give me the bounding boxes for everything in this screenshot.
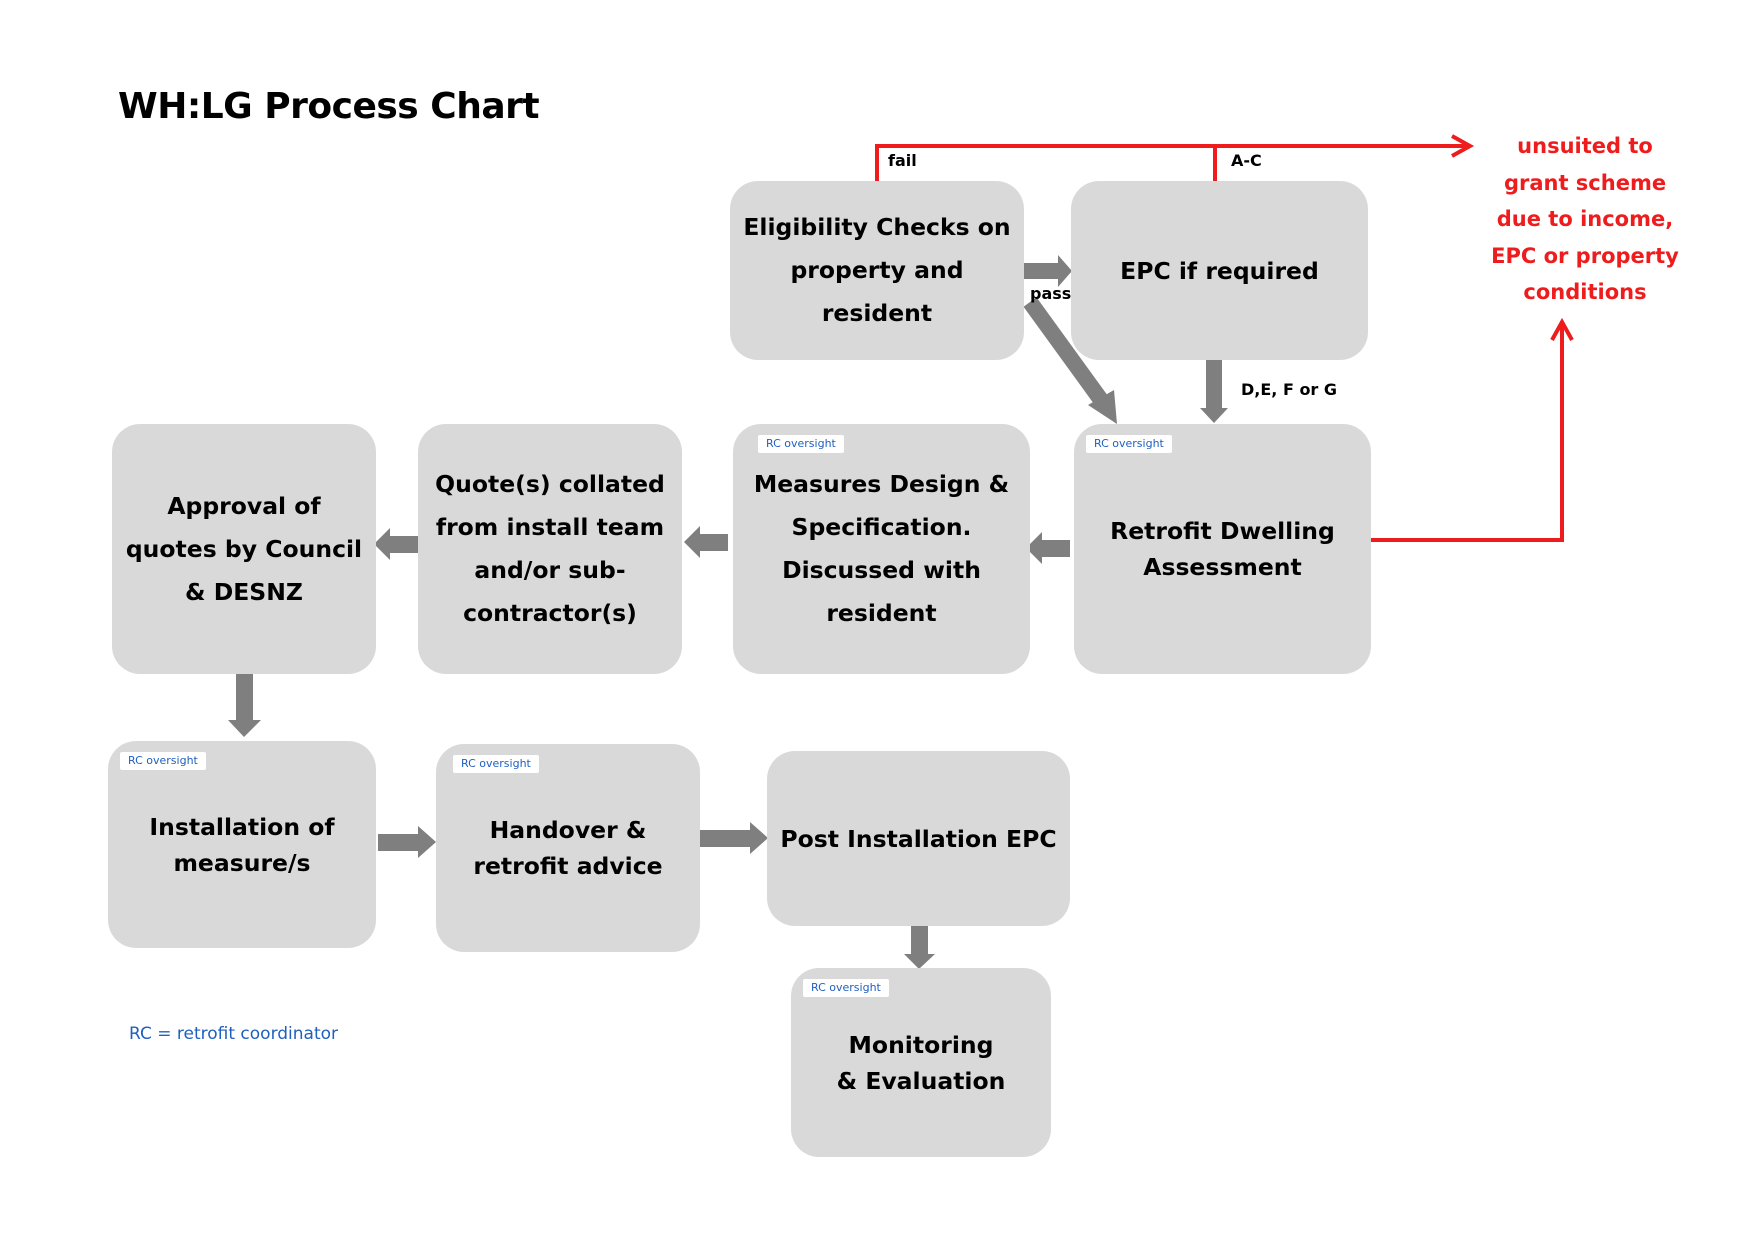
node-label: EPC if required [1120, 256, 1319, 285]
node-epc-if-required: EPC if required [1071, 181, 1368, 360]
node-label: Eligibility Checks on property and resid… [743, 213, 1011, 327]
reject-arrowhead-up [1550, 317, 1574, 341]
reject-line-assessment [1368, 324, 1564, 542]
rc-oversight-badge: RC oversight [120, 752, 206, 770]
node-label: Monitoring & Evaluation [836, 1030, 1006, 1095]
rc-oversight-badge: RC oversight [758, 435, 844, 453]
arrow-installation-to-handover [378, 826, 436, 858]
rc-oversight-badge: RC oversight [1086, 435, 1172, 453]
rc-oversight-badge: RC oversight [803, 979, 889, 997]
node-label: Quote(s) collated from install team and/… [435, 470, 665, 627]
node-eligibility-checks: Eligibility Checks on property and resid… [730, 181, 1024, 360]
node-approval-of-quotes: Approval of quotes by Council & DESNZ [112, 424, 376, 674]
reject-line-fail [875, 144, 1470, 181]
reject-outcome-text: unsuited to grant scheme due to income, … [1491, 134, 1679, 304]
node-handover-retrofit-advice: RC oversight Handover & retrofit advice [436, 744, 700, 952]
arrow-approval-to-installation [228, 673, 261, 737]
flow-label-fail: fail [888, 151, 917, 170]
node-quotes-collated: Quote(s) collated from install team and/… [418, 424, 682, 674]
arrow-measures-to-quotes [684, 526, 728, 558]
node-monitoring-evaluation: RC oversight Monitoring & Evaluation [791, 968, 1051, 1157]
flow-label-pass: pass [1030, 284, 1072, 303]
arrow-post-epc-to-monitoring [904, 926, 935, 969]
node-post-installation-epc: Post Installation EPC [767, 751, 1070, 926]
flow-label-a-c: A-C [1231, 151, 1262, 170]
node-label: Installation of measure/s [149, 812, 335, 877]
arrow-eligibility-to-epc [1024, 255, 1072, 287]
arrow-eligibility-to-assessment [1023, 297, 1117, 424]
arrow-handover-to-post-epc [700, 822, 768, 854]
node-installation-of-measures: RC oversight Installation of measure/s [108, 741, 376, 948]
node-label: Handover & retrofit advice [473, 816, 663, 880]
arrow-quotes-to-approval [374, 528, 418, 560]
node-label: Post Installation EPC [780, 824, 1057, 853]
legend-footnote: RC = retrofit coordinator [129, 1024, 339, 1044]
node-label: Measures Design & Specification. Discuss… [753, 470, 1010, 627]
rc-oversight-badge: RC oversight [453, 755, 539, 773]
arrow-epc-to-assessment [1200, 360, 1228, 423]
arrow-assessment-to-measures [1026, 532, 1070, 564]
reject-arrowhead-right [1451, 134, 1475, 158]
flow-label-d-e-f-g: D,E, F or G [1241, 380, 1338, 399]
node-retrofit-dwelling-assessment: RC oversight Retrofit Dwelling Assessmen… [1074, 424, 1371, 674]
node-label: Approval of quotes by Council & DESNZ [125, 491, 363, 606]
node-measures-design: RC oversight Measures Design & Specifica… [733, 424, 1030, 674]
page-title: WH:LG Process Chart [118, 86, 540, 127]
node-label: Retrofit Dwelling Assessment [1110, 517, 1335, 581]
